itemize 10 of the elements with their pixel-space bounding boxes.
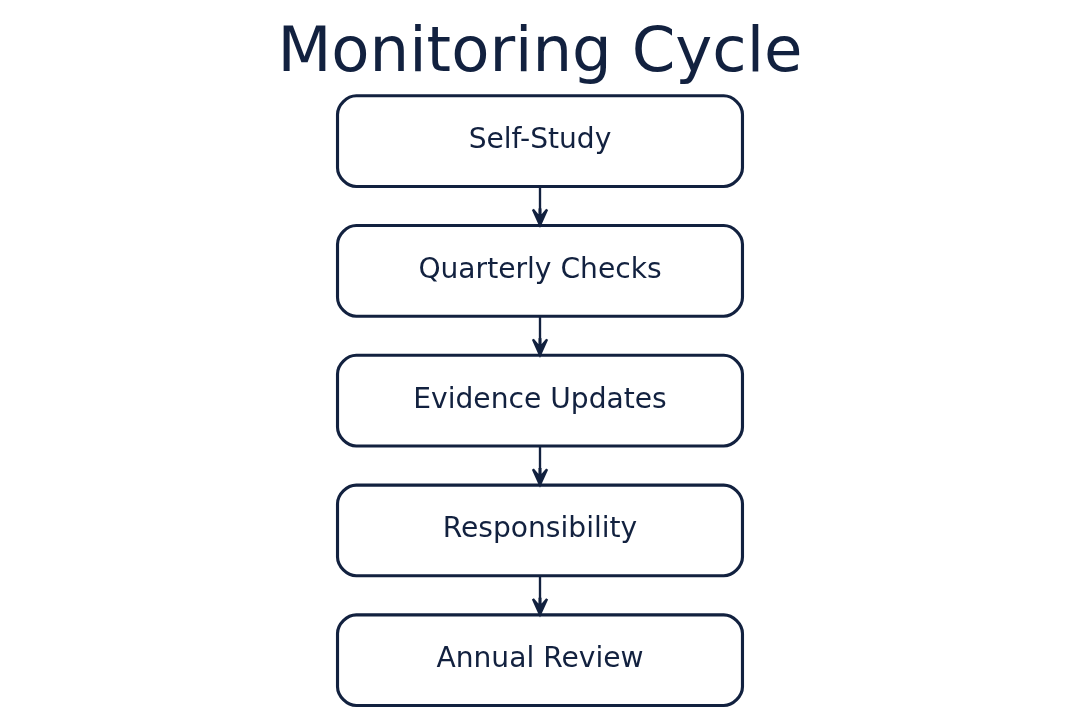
diagram-title: Monitoring Cycle	[277, 12, 803, 86]
node-box: Self-Study	[335, 94, 745, 188]
node-box: Quarterly Checks	[335, 223, 745, 318]
arrow	[531, 186, 549, 227]
arrow	[531, 316, 549, 357]
node-box: Responsibility	[335, 483, 745, 578]
arrow	[531, 446, 549, 486]
arrow	[531, 576, 549, 616]
node-box: Evidence Updates	[335, 353, 745, 448]
node-box: Annual Review	[335, 613, 745, 708]
